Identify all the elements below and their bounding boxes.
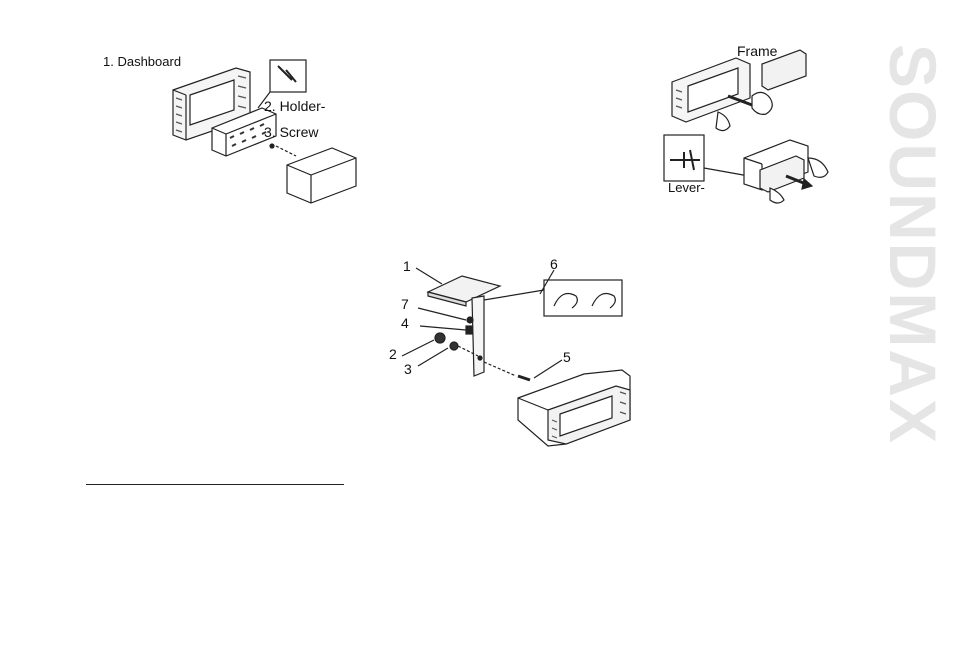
callout-6: 6 xyxy=(550,256,558,272)
brand-name: SOUNDMAX xyxy=(876,44,950,446)
section-divider xyxy=(86,484,344,485)
callout-7: 7 xyxy=(401,296,409,312)
callout-5: 5 xyxy=(563,349,571,365)
callout-2: 2 xyxy=(389,346,397,362)
callout-3: 3 xyxy=(404,361,412,377)
lever-label: Lever- xyxy=(668,180,705,195)
dashboard-label: 1. Dashboard xyxy=(103,54,182,69)
brand-watermark: SOUNDMAX xyxy=(876,44,950,604)
callout-1: 1 xyxy=(403,258,411,274)
callout-4: 4 xyxy=(401,315,409,331)
frame-label: Frame xyxy=(737,43,778,59)
holder-label: 2. Holder- xyxy=(264,98,326,114)
screw-label: 3. Screw xyxy=(264,124,319,140)
